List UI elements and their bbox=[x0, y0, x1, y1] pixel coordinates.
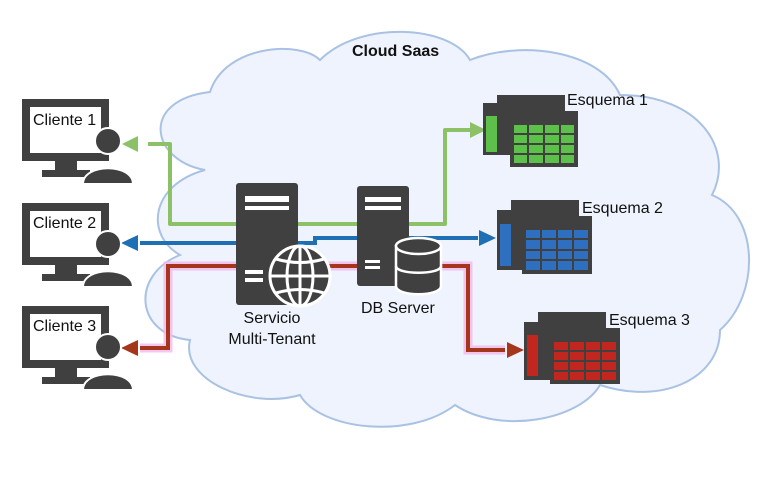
schema-2-label: Esquema 2 bbox=[582, 200, 663, 217]
schema-3-icon bbox=[524, 312, 620, 384]
arrow-to-esquema-2 bbox=[479, 230, 496, 246]
schema-3-label: Esquema 3 bbox=[609, 312, 690, 329]
schema-1-icon bbox=[483, 95, 578, 167]
arrow-to-cliente-3 bbox=[121, 340, 138, 356]
arrow-to-cliente-1 bbox=[122, 136, 138, 152]
green-connection bbox=[122, 122, 486, 226]
service-label-line-1: Servicio bbox=[243, 310, 301, 327]
service-label-line-2: Multi-Tenant bbox=[228, 331, 316, 348]
arrow-to-cliente-2 bbox=[121, 235, 138, 251]
client-2-label: Cliente 2 bbox=[33, 215, 97, 232]
database-icon bbox=[394, 236, 443, 296]
client-1-label: Cliente 1 bbox=[33, 112, 97, 129]
cloud-shape bbox=[144, 30, 750, 428]
db-server-label: DB Server bbox=[361, 300, 435, 317]
schema-1-label: Esquema 1 bbox=[567, 92, 648, 109]
schema-2-icon bbox=[497, 200, 592, 274]
client-2-icon bbox=[22, 203, 135, 288]
client-3-icon bbox=[22, 306, 135, 391]
arrow-to-esquema-1 bbox=[470, 122, 486, 138]
globe-icon bbox=[268, 244, 332, 308]
client-1-icon bbox=[22, 99, 135, 185]
cloud-title: Cloud Saas bbox=[352, 43, 440, 60]
arrow-to-esquema-3 bbox=[507, 342, 524, 358]
client-3-label: Cliente 3 bbox=[33, 318, 97, 335]
